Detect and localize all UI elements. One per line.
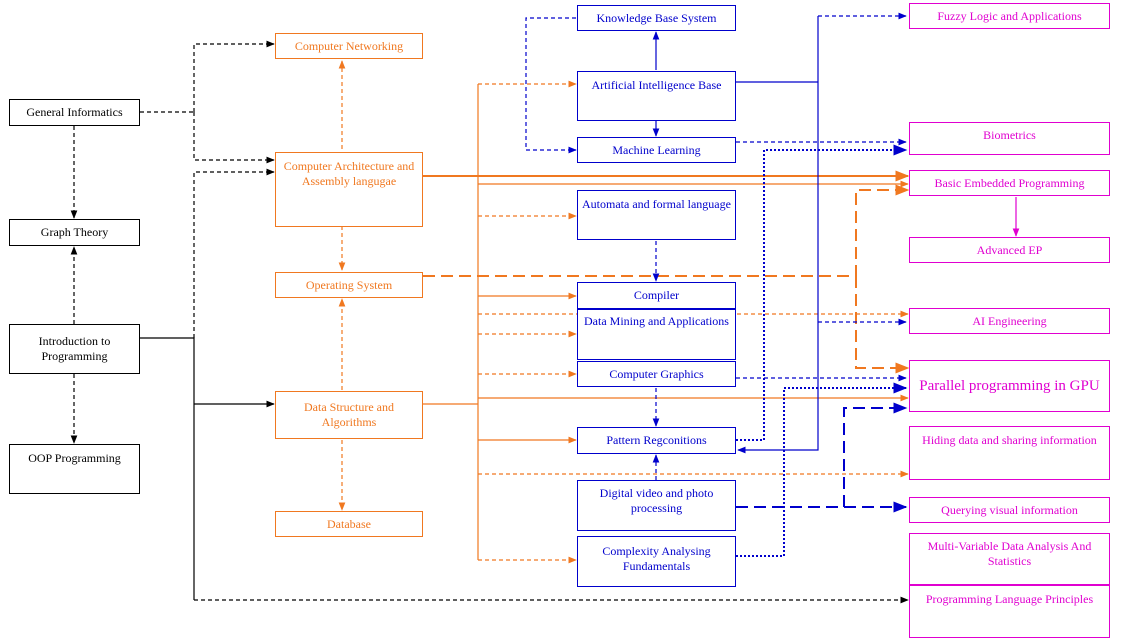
node-parallel-gpu: Parallel programming in GPU: [909, 360, 1110, 412]
node-general-informatics: General Informatics: [9, 99, 140, 126]
node-biometrics: Biometrics: [909, 122, 1110, 155]
node-label: Complexity Analysing Fundamentals: [602, 544, 711, 573]
node-advanced-ep: Advanced EP: [909, 237, 1110, 263]
node-database: Database: [275, 511, 423, 537]
node-ai-base: Artificial Intelligence Base: [577, 71, 736, 121]
node-basic-embedded: Basic Embedded Programming: [909, 170, 1110, 196]
node-label: Pattern Regconitions: [606, 433, 707, 447]
node-label: Computer Architecture and Assembly langu…: [283, 159, 415, 188]
node-label: Machine Learning: [612, 142, 701, 157]
node-hiding-data: Hiding data and sharing information: [909, 426, 1110, 480]
node-label: General Informatics: [26, 105, 123, 119]
node-multi-variable: Multi-Variable Data Analysis And Statist…: [909, 533, 1110, 585]
node-fuzzy-logic: Fuzzy Logic and Applications: [909, 3, 1110, 29]
node-label: Basic Embedded Programming: [934, 175, 1085, 190]
node-label: Database: [327, 516, 371, 531]
node-label: Introduction to Programming: [38, 334, 111, 363]
node-ai-engineering: AI Engineering: [909, 308, 1110, 334]
node-querying-visual: Querying visual information: [909, 497, 1110, 523]
node-oop-programming: OOP Programming: [9, 444, 140, 494]
node-label: Computer Networking: [294, 38, 404, 53]
node-label: Automata and formal language: [582, 197, 731, 211]
node-complexity: Complexity Analysing Fundamentals: [577, 536, 736, 587]
node-label: Artificial Intelligence Base: [591, 78, 722, 92]
node-label: Parallel programming in GPU: [919, 377, 1100, 394]
node-label: OOP Programming: [28, 451, 121, 465]
node-computer-networking: Computer Networking: [275, 33, 423, 59]
node-label: Querying visual information: [941, 502, 1078, 517]
node-label: Operating System: [305, 277, 393, 292]
node-label: Advanced EP: [976, 242, 1043, 257]
node-label: Compiler: [633, 288, 680, 302]
node-pattern-recognition: Pattern Regconitions: [577, 427, 736, 454]
node-automata: Automata and formal language: [577, 190, 736, 240]
node-label: Digital video and photo processing: [599, 486, 714, 515]
node-data-structure: Data Structure and Algorithms: [275, 391, 423, 439]
node-label: Computer Graphics: [609, 366, 704, 381]
node-computer-architecture: Computer Architecture and Assembly langu…: [275, 152, 423, 227]
node-knowledge-base: Knowledge Base System: [577, 5, 736, 31]
node-label: Fuzzy Logic and Applications: [937, 8, 1082, 23]
node-label: Biometrics: [983, 128, 1036, 142]
node-machine-learning: Machine Learning: [577, 137, 736, 163]
node-label: Data Structure and Algorithms: [304, 400, 394, 429]
node-digital-video: Digital video and photo processing: [577, 480, 736, 531]
node-operating-system: Operating System: [275, 272, 423, 298]
node-label: Multi-Variable Data Analysis And Statist…: [927, 539, 1092, 568]
node-label: Programming Language Principles: [925, 592, 1094, 606]
node-computer-graphics: Computer Graphics: [577, 361, 736, 387]
node-data-mining: Data Mining and Applications: [577, 309, 736, 360]
node-label: Data Mining and Applications: [584, 314, 729, 328]
node-label: AI Engineering: [972, 313, 1047, 328]
node-label: Graph Theory: [40, 225, 109, 239]
node-prog-lang-principles: Programming Language Principles: [909, 585, 1110, 638]
node-compiler: Compiler: [577, 282, 736, 309]
node-label: Knowledge Base System: [596, 10, 717, 25]
node-label: Hiding data and sharing information: [922, 433, 1097, 447]
node-intro-programming: Introduction to Programming: [9, 324, 140, 374]
node-graph-theory: Graph Theory: [9, 219, 140, 246]
